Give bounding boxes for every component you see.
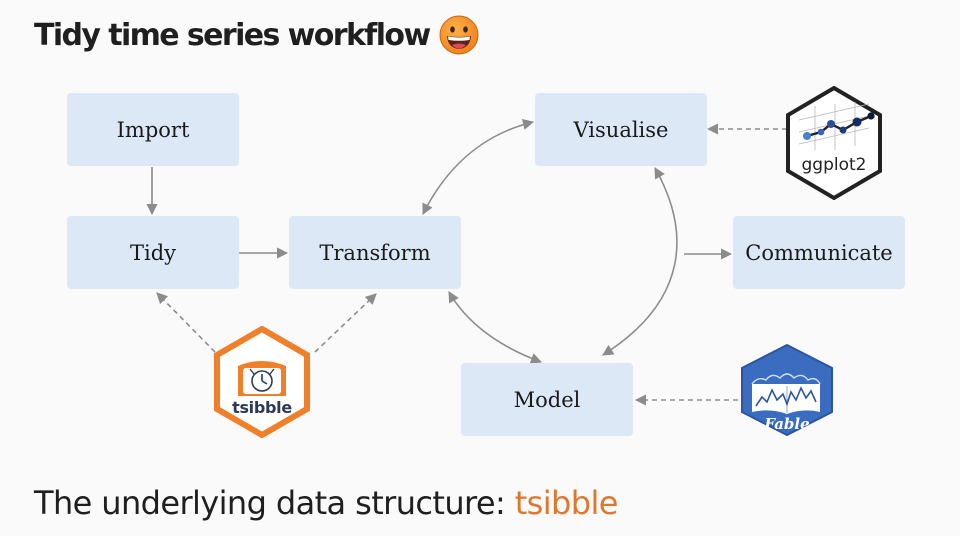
tsibble-logo: tsibble [214,326,310,438]
node-visualise: Visualise [535,93,707,166]
fable-logo-text: Fable [763,415,809,433]
ggplot2-logo-text: ggplot2 [802,155,867,175]
node-transform-label: Transform [319,240,431,265]
node-visualise-label: Visualise [573,117,669,142]
arrow-transform-visualise [422,118,535,216]
node-model-label: Model [513,387,581,412]
footer-text: The underlying data structure: [34,484,515,522]
node-tidy-label: Tidy [129,240,177,265]
page-title: Tidy time series workflow [34,10,480,60]
dashed-arrow-tsibble-to-tidy [156,292,216,353]
dashed-arrow-tsibble-to-transform [314,293,377,353]
ggplot2-logo: ggplot2 [786,86,882,200]
title-text: Tidy time series workflow [34,17,431,53]
grinning-face-icon [439,15,479,55]
node-model: Model [461,363,633,436]
footer-highlight: tsibble [514,484,619,522]
node-communicate: Communicate [733,216,905,289]
tsibble-logo-text: tsibble [232,398,292,417]
node-tidy: Tidy [67,216,239,289]
node-import-label: Import [116,117,190,142]
fable-logo: Fable [741,343,833,437]
node-communicate-label: Communicate [745,240,893,265]
arrow-transform-model [448,291,543,364]
footer-caption: The underlying data structure: tsibble [34,484,618,522]
node-transform: Transform [289,216,461,289]
arrow-visualise-model [602,167,678,356]
node-import: Import [67,93,239,166]
